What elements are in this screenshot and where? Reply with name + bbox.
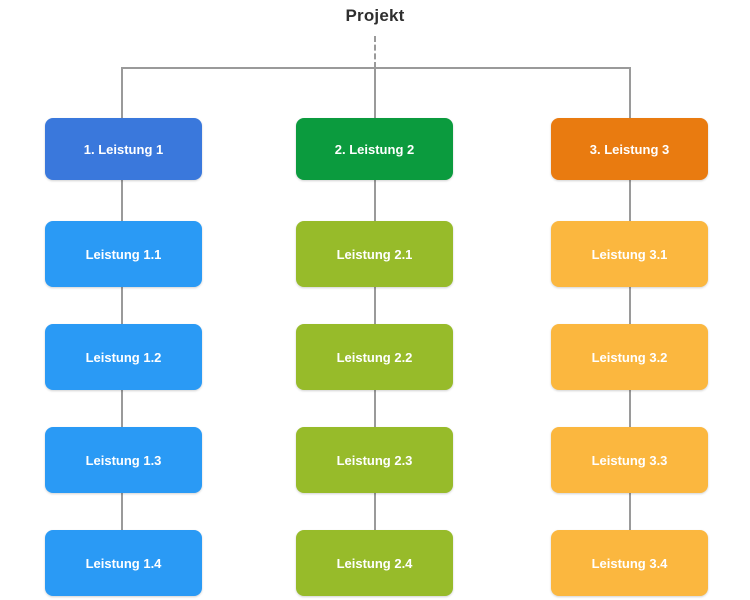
link-stream-2-gap-3 bbox=[374, 390, 376, 427]
node-stream-1-header[interactable]: 1. Leistung 1 bbox=[45, 118, 202, 180]
node-stream-2-header[interactable]: 2. Leistung 2 bbox=[296, 118, 453, 180]
link-stream-1-gap-2 bbox=[121, 287, 123, 324]
node-stream-2-child-4[interactable]: Leistung 2.4 bbox=[296, 530, 453, 596]
node-stream-1-child-3[interactable]: Leistung 1.3 bbox=[45, 427, 202, 493]
node-stream-3-child-2[interactable]: Leistung 3.2 bbox=[551, 324, 708, 390]
drop-connector-stream-2 bbox=[374, 67, 376, 118]
node-stream-1-child-1[interactable]: Leistung 1.1 bbox=[45, 221, 202, 287]
node-stream-1-child-4[interactable]: Leistung 1.4 bbox=[45, 530, 202, 596]
node-stream-2-child-1[interactable]: Leistung 2.1 bbox=[296, 221, 453, 287]
node-stream-3-child-3[interactable]: Leistung 3.3 bbox=[551, 427, 708, 493]
link-stream-1-gap-1 bbox=[121, 180, 123, 221]
horizontal-bus-connector bbox=[121, 67, 631, 69]
node-stream-2-child-2[interactable]: Leistung 2.2 bbox=[296, 324, 453, 390]
link-stream-1-gap-3 bbox=[121, 390, 123, 427]
link-stream-2-gap-1 bbox=[374, 180, 376, 221]
link-stream-3-gap-2 bbox=[629, 287, 631, 324]
drop-connector-stream-3 bbox=[629, 67, 631, 118]
link-stream-3-gap-3 bbox=[629, 390, 631, 427]
link-stream-2-gap-4 bbox=[374, 493, 376, 530]
link-stream-3-gap-1 bbox=[629, 180, 631, 221]
node-stream-1-child-2[interactable]: Leistung 1.2 bbox=[45, 324, 202, 390]
node-stream-3-child-4[interactable]: Leistung 3.4 bbox=[551, 530, 708, 596]
node-stream-3-header[interactable]: 3. Leistung 3 bbox=[551, 118, 708, 180]
node-stream-2-child-3[interactable]: Leistung 2.3 bbox=[296, 427, 453, 493]
link-stream-2-gap-2 bbox=[374, 287, 376, 324]
link-stream-1-gap-4 bbox=[121, 493, 123, 530]
root-dashed-connector bbox=[374, 36, 376, 68]
link-stream-3-gap-4 bbox=[629, 493, 631, 530]
node-stream-3-child-1[interactable]: Leistung 3.1 bbox=[551, 221, 708, 287]
drop-connector-stream-1 bbox=[121, 67, 123, 118]
page-title: Projekt bbox=[345, 6, 405, 25]
